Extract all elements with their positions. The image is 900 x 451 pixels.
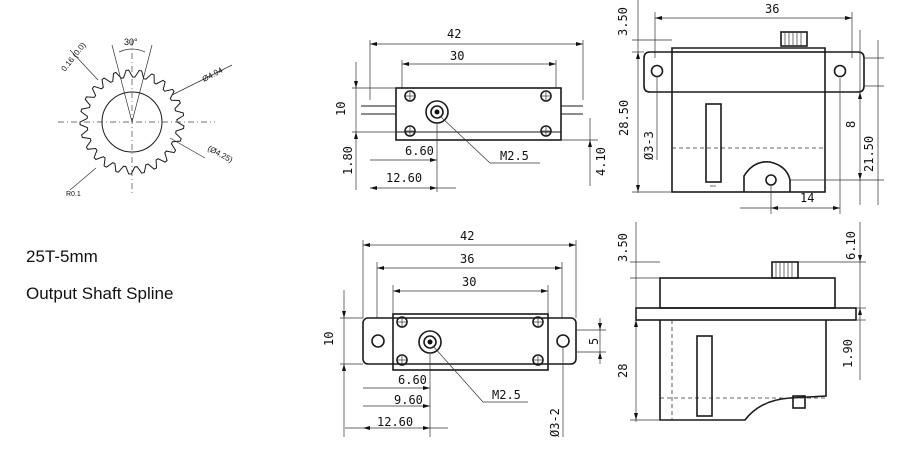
dim-bottom-36: 36 <box>460 252 474 266</box>
spline-detail: 30° 0.16 (0.0) Ø4.94 (Ø4.25) R0.1 <box>58 37 235 198</box>
dim-bottom-width: 42 <box>460 229 474 243</box>
dim-side-bottom-28: 28 <box>616 364 630 378</box>
dim-side-bottom-6-10: 6.10 <box>844 231 858 260</box>
spline-outer-dia-label: Ø4.94 <box>201 65 225 83</box>
mounting-hole-icon <box>650 64 664 78</box>
screw-icon <box>532 316 544 328</box>
dim-bottom-hole: Ø3-2 <box>548 408 562 437</box>
screw-icon <box>396 316 408 328</box>
dim-top-bottom-left: 1.80 <box>341 146 355 175</box>
screw-icon <box>404 125 416 137</box>
dim-top-12-60: 12.60 <box>386 171 422 185</box>
screw-icon <box>540 125 552 137</box>
mounting-hole-icon <box>371 334 385 348</box>
dim-top-height: 10 <box>334 102 348 116</box>
spline-radius-label: R0.1 <box>66 191 81 198</box>
screw-icon <box>396 354 408 366</box>
dim-top-6-60: 6.60 <box>405 144 434 158</box>
callout-top-thread: M2.5 <box>500 149 529 163</box>
plan-view-top: 42 30 M2.5 <box>334 27 608 192</box>
side-view-bottom: 3.50 28 6.10 1.90 <box>616 222 866 422</box>
dim-side-8: 8 <box>844 121 858 128</box>
screw-icon <box>540 90 552 102</box>
output-shaft-icon <box>418 330 442 354</box>
dim-side-bottom-top: 3.50 <box>616 233 630 262</box>
screw-icon <box>404 90 416 102</box>
mounting-hole-icon <box>556 334 570 348</box>
dim-top-width: 42 <box>447 27 461 41</box>
dim-bottom-5: 5 <box>587 338 601 345</box>
dim-side-bottom-1-90: 1.90 <box>841 339 855 368</box>
dim-side-height: 28.50 <box>617 100 631 136</box>
dim-side-14: 14 <box>800 191 814 205</box>
mounting-hole-icon <box>765 174 777 186</box>
dim-top-inner: 30 <box>450 49 464 63</box>
caption-spline-size: 25T-5mm <box>26 247 98 266</box>
dim-bottom-6-60: 6.60 <box>398 373 427 387</box>
spline-root-dia-label: (Ø4.25) <box>206 144 234 165</box>
caption-spline-title: Output Shaft Spline <box>26 284 174 303</box>
dim-bottom-inner: 30 <box>462 275 476 289</box>
callout-bottom-thread: M2.5 <box>492 388 521 402</box>
output-shaft-icon <box>425 100 449 124</box>
dim-bottom-height: 10 <box>322 332 336 346</box>
screw-icon <box>532 354 544 366</box>
dim-bottom-12-60: 12.60 <box>377 415 413 429</box>
dim-top-right: 4.10 <box>594 147 608 176</box>
dim-side-hole: Ø3-3 <box>642 131 656 160</box>
spline-angle-label: 30° <box>124 37 138 47</box>
dim-side-top: 3.50 <box>616 7 630 36</box>
spline-chamfer-label: 0.16 (0.0) <box>59 40 87 73</box>
plan-view-bottom: 42 36 30 <box>322 229 606 437</box>
dim-side-21-50: 21.50 <box>862 136 876 172</box>
mounting-hole-icon <box>833 64 847 78</box>
side-view-top: 36 3.50 28.50 Ø3-3 <box>616 0 884 214</box>
dim-side-width: 36 <box>765 2 779 16</box>
dim-bottom-9-60: 9.60 <box>394 393 423 407</box>
